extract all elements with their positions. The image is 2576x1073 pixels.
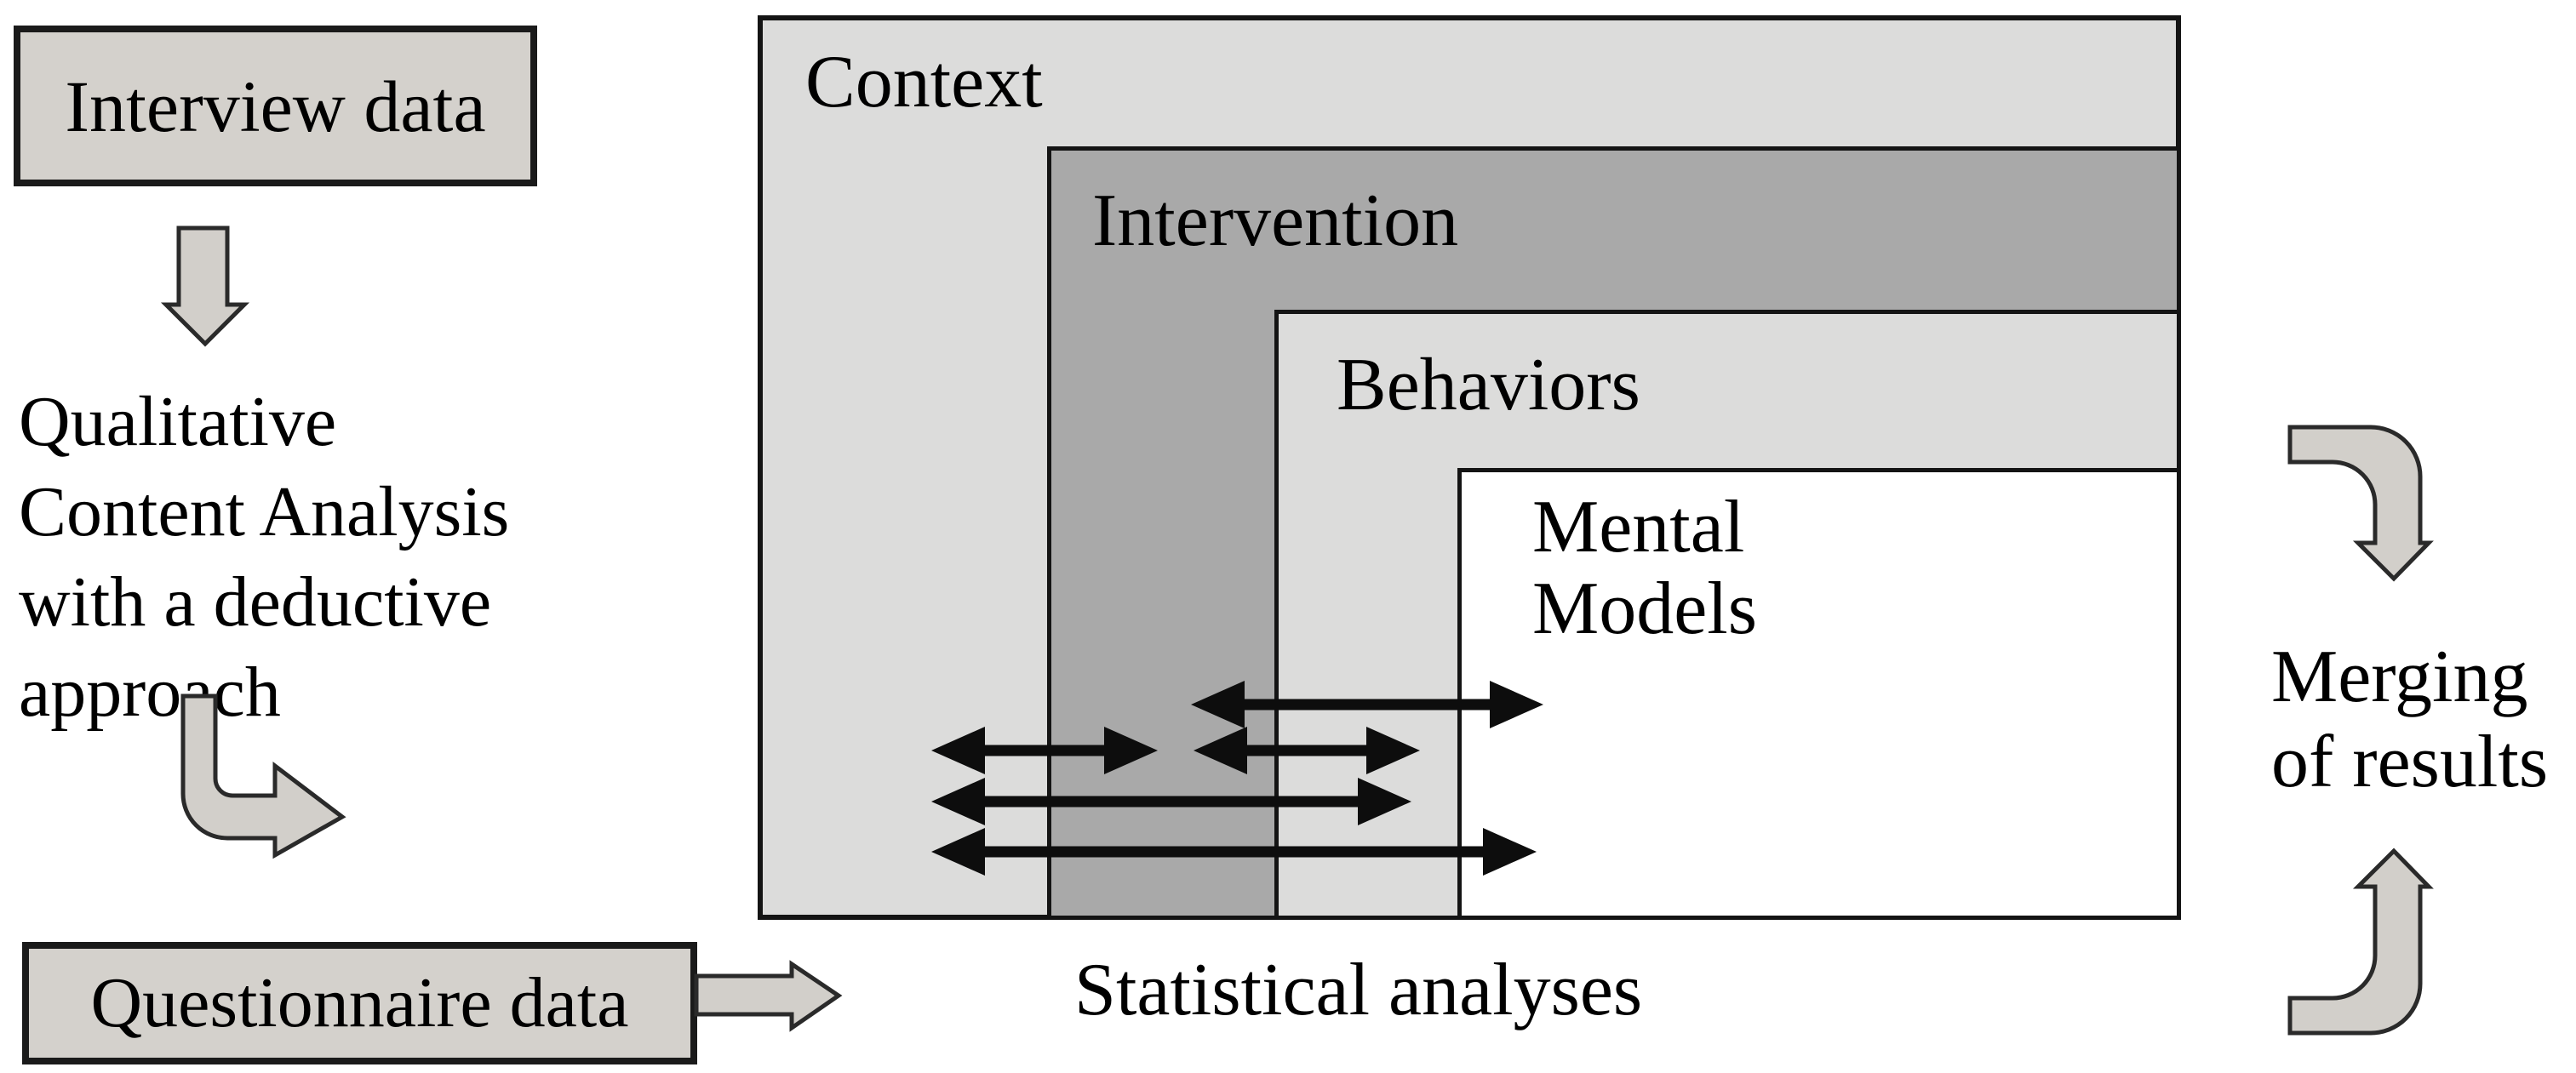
mental-models-label-line: Models xyxy=(1532,568,1757,650)
merging-of-results-label: Merging of results xyxy=(2271,635,2548,805)
qca-text-line: with a deductive xyxy=(19,562,492,642)
double-headed-arrow-icon xyxy=(1191,681,1543,728)
questionnaire-data-label: Questionnaire data xyxy=(90,963,629,1042)
interview-data-label: Interview data xyxy=(65,65,486,147)
elbow-down-right-arrow-icon xyxy=(180,693,346,859)
down-block-arrow-icon xyxy=(160,225,250,347)
double-headed-arrow-icon xyxy=(931,727,1158,774)
interview-data-box: Interview data xyxy=(14,26,537,186)
qualitative-content-analysis-text: Qualitative Content Analysis with a dedu… xyxy=(19,377,509,738)
elbow-right-down-arrow-icon xyxy=(2287,425,2434,582)
context-label: Context xyxy=(805,41,1043,123)
merging-label-line: of results xyxy=(2271,721,2549,803)
double-headed-arrow-icon xyxy=(931,828,1537,876)
qca-text-line: Qualitative xyxy=(19,382,337,461)
double-headed-arrow-icon xyxy=(931,778,1411,825)
merging-label-line: Merging xyxy=(2271,636,2528,718)
mental-models-box xyxy=(1457,468,2181,920)
double-headed-arrow-icon xyxy=(1194,727,1420,774)
mental-models-label: Mental Models xyxy=(1532,487,1757,650)
qca-text-line: Content Analysis xyxy=(19,472,510,551)
intervention-label: Intervention xyxy=(1092,180,1459,262)
qca-text-line: approach xyxy=(19,653,281,732)
behaviors-label: Behaviors xyxy=(1337,344,1640,426)
mental-models-label-line: Mental xyxy=(1532,486,1745,568)
questionnaire-data-box: Questionnaire data xyxy=(22,942,697,1064)
statistical-analyses-label: Statistical analyses xyxy=(1074,949,1643,1031)
right-block-arrow-icon xyxy=(694,960,843,1032)
elbow-right-up-arrow-icon xyxy=(2287,848,2434,1036)
